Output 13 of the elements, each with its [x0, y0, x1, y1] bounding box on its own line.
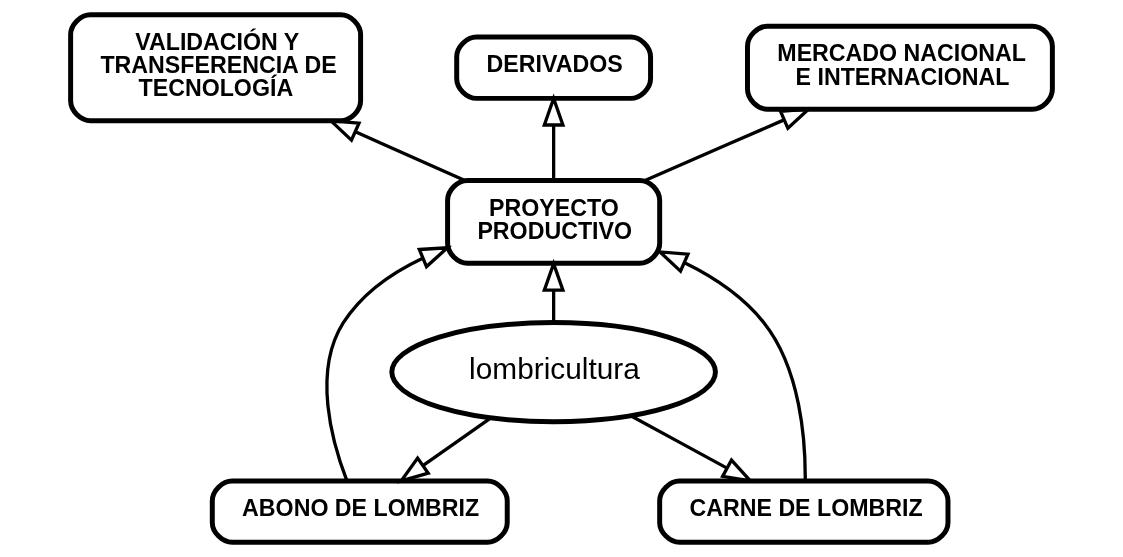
node-ellipse: lombricultura — [389, 320, 718, 425]
node-box: MERCADO NACIONAL E INTERNACIONAL — [745, 23, 1055, 112]
arrow — [325, 245, 452, 482]
node-box: CARNE DE LOMBRIZ — [657, 478, 951, 545]
arrow — [397, 416, 493, 484]
node-box: VALIDACIÓN Y TRANSFERENCIA DE TECNOLOGÍA — [68, 12, 364, 124]
node-box: ABONO DE LOMBRIZ — [209, 478, 510, 545]
node-box: DERIVADOS — [454, 34, 654, 101]
arrow — [629, 414, 755, 484]
arrow — [542, 93, 566, 181]
arrow — [542, 258, 566, 323]
arrow — [326, 118, 466, 182]
node-box: PROYECTO PRODUCTIVO — [445, 177, 663, 266]
